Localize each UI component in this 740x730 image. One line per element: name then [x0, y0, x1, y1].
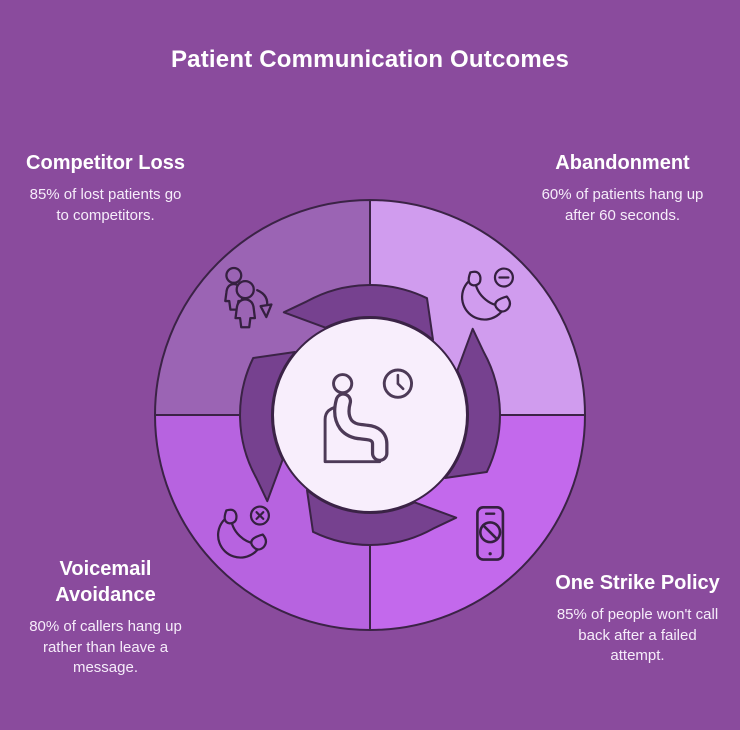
section-voicemail-avoidance: Voicemail Avoidance 80% of callers hang … — [8, 556, 203, 679]
patients-leaving-icon — [224, 266, 273, 329]
section-one-strike-policy: One Strike Policy 85% of people won't ca… — [540, 570, 735, 667]
x-glyph — [255, 511, 265, 521]
clock-face — [382, 368, 414, 399]
handset-body — [217, 513, 263, 559]
section-heading: Competitor Loss — [26, 152, 185, 174]
person-front-body — [234, 298, 257, 329]
waiting-patient-with-clock-icon — [323, 368, 414, 464]
section-body: 80% of callers hang up rather than leave… — [29, 618, 182, 677]
section-body: 85% of lost patients go to competitors. — [29, 186, 182, 224]
clock-hands — [396, 373, 405, 391]
center-circle — [272, 317, 468, 513]
page-title: Patient Communication Outcomes — [170, 46, 570, 73]
section-heading: One Strike Policy — [555, 572, 720, 594]
call-hangup-icon — [461, 267, 515, 321]
handset-body — [461, 275, 507, 321]
quadrant-dividers — [157, 202, 583, 628]
section-heading: Abandonment — [555, 152, 690, 174]
section-body: 60% of patients hang up after 60 seconds… — [541, 186, 704, 224]
prohibition-circle — [478, 521, 502, 544]
handset-mouth-cup — [250, 533, 268, 551]
prohibition-slash — [481, 523, 499, 541]
section-body: 85% of people won't call back after a fa… — [556, 606, 719, 665]
handset-ear-cup — [223, 508, 238, 525]
handset-ear-cup — [467, 270, 482, 287]
call-declined-icon — [217, 505, 271, 559]
leave-arrow-head — [259, 303, 273, 319]
person-back-head — [225, 266, 243, 284]
seated-body-fill — [336, 395, 386, 459]
patient-head — [332, 373, 354, 395]
person-front-head — [235, 279, 255, 300]
section-competitor-loss: Competitor Loss 85% of lost patients go … — [8, 150, 203, 226]
handset-mouth-cup — [494, 295, 512, 313]
section-heading: Voicemail Avoidance — [55, 558, 156, 606]
phone-home-button — [488, 552, 492, 556]
section-abandonment: Abandonment 60% of patients hang up afte… — [525, 150, 720, 226]
phone-blocked-icon — [476, 506, 505, 561]
